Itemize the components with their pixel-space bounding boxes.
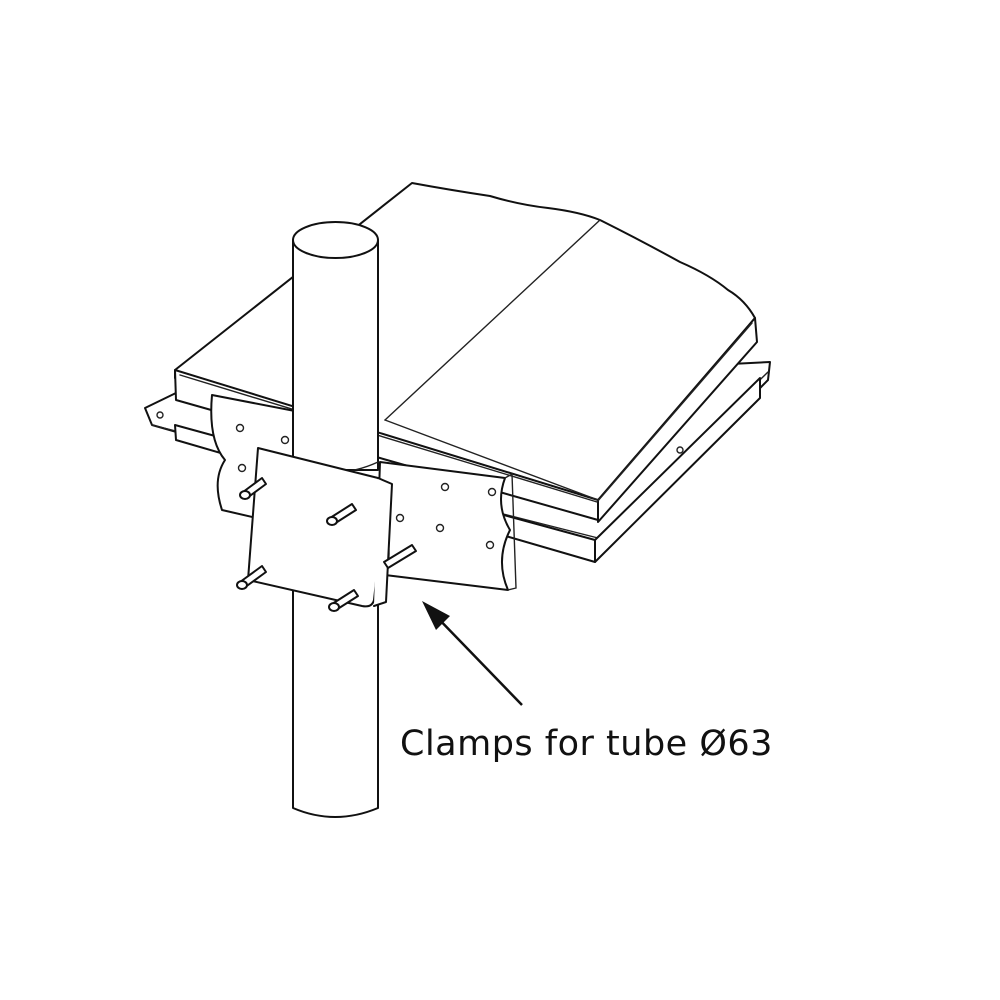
pole-tube-top — [292, 221, 379, 473]
callout-arrow — [422, 601, 523, 706]
front-clamp-plate — [236, 447, 417, 612]
clamp-callout-label: Clamps for tube Ø63 — [400, 724, 773, 764]
rear-bracket-right — [377, 461, 517, 591]
